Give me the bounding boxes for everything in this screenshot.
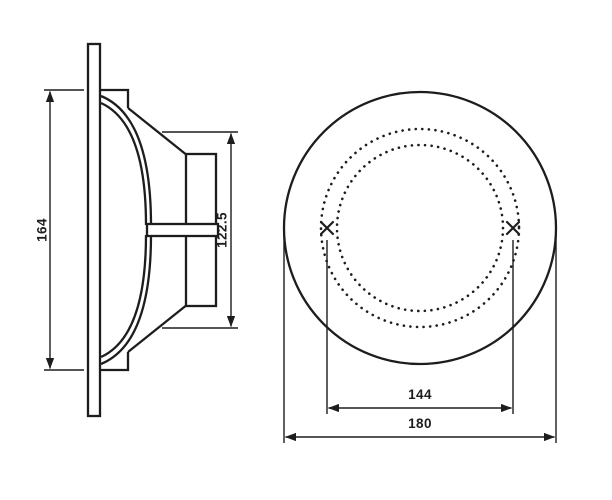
hole-marker-right-icon <box>505 220 521 236</box>
front-view: 144 180 <box>282 90 558 443</box>
frame-bottom <box>127 303 189 353</box>
cone-top-inner <box>100 101 148 226</box>
dotted-circle-outer <box>319 127 521 329</box>
pole-piece <box>145 222 220 238</box>
side-view: 164 122.5 <box>35 42 238 418</box>
dim-label-164: 164 <box>35 218 50 242</box>
outer-circle <box>282 90 558 366</box>
mounting-flange <box>86 42 102 418</box>
cone-bottom-outer <box>100 234 153 366</box>
dotted-circle-inner <box>335 143 505 313</box>
dim-label-144: 144 <box>408 387 432 402</box>
cone-bottom-inner <box>100 234 148 359</box>
rim-top <box>100 88 130 108</box>
hole-marker-left-icon <box>319 220 335 236</box>
dim-label-122: 122.5 <box>215 212 230 248</box>
frame-top <box>127 107 189 157</box>
dim-label-180: 180 <box>408 416 432 431</box>
cone-top-outer <box>100 94 153 226</box>
rim-bottom <box>100 352 130 372</box>
